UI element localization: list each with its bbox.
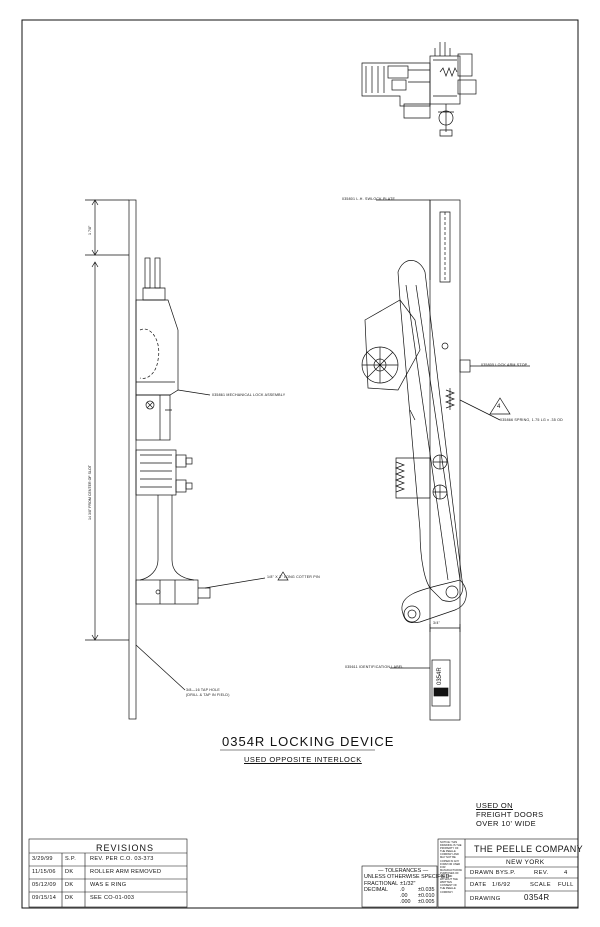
rev-label: REV. [534,870,549,876]
tolerance-decimal-places: .000 [400,899,411,905]
tolerance-decimal-places: .0 [400,887,405,893]
revisions-title: REVISIONS [96,843,155,853]
top-detail-view [361,42,477,137]
left-side-view [85,199,289,720]
callout-stop: 035805 LOCK ARM STOP [481,363,528,367]
date-label: DATE [470,882,487,888]
revision-date: 05/12/09 [32,882,57,888]
tolerance-decimal-places: .00 [400,893,408,899]
revision-by: DK [65,869,74,875]
callout-label: 035611 IDENTIFICATION LABEL [345,665,404,669]
revision-triangle [489,397,511,415]
revision-date: 11/15/06 [32,869,56,875]
revision-by: S.P. [65,856,77,862]
revision-desc: WAS E RING [90,882,127,888]
dimension-vertical: 14 3/8" FROM CENTER OF SLOT [88,465,92,520]
right-main-view [361,199,530,721]
tolerance-decimal-value: ±0.010 [418,893,435,899]
company-name: THE PEELLE COMPANY [474,844,584,854]
date-value: 1/6/92 [492,882,511,888]
drawing-title: 0354R LOCKING DEVICE [222,734,395,749]
drawn-by-label: DRAWN BY [470,870,505,876]
scale-value: FULL [558,882,574,888]
title-block [437,838,579,908]
label-tag-text: 0354R [437,667,443,685]
used-on-note: USED ON FREIGHT DOORS OVER 10' WIDE [476,801,544,828]
revision-date: 09/15/14 [32,895,57,901]
callout-cotter-pin: 1/8" X 1" LONG COTTER PIN [267,575,320,579]
dimension-top: 1 7/8" [88,225,92,235]
used-on-line-1: FREIGHT DOORS [476,810,544,819]
tolerance-decimal-label: DECIMAL [364,887,388,893]
revision-by: DK [65,895,74,901]
tolerance-decimal-value: ±0.035 [418,887,435,893]
tolerance-header: — TOLERANCES — [378,868,429,874]
used-on-line-2: OVER 10' WIDE [476,819,536,828]
tolerance-block [361,865,438,908]
tolerance-fractional-value: ±1/32" [400,881,416,887]
dimension-shaft-hole: 3/4" [433,621,441,625]
drawn-by-value: S.P. [504,870,516,876]
property-notice: NOTICE: THIS DRAWING IS THE PROPERTY OF … [440,841,462,894]
company-location: NEW YORK [506,859,545,866]
callout-tap-hole-note: (DRILL & TAP IN FIELD) [186,693,230,697]
callout-spring: 035866 SPRING, 1.75 LG x .35 OD [500,418,563,422]
callout-tap-hole: 3/8—16 TAP HOLE [186,688,220,692]
revision-date: 3/29/99 [32,856,53,862]
revision-by: DK [65,882,74,888]
scale-label: SCALE [530,882,552,888]
revisions-table [28,838,188,908]
drawing-subtitle: USED OPPOSITE INTERLOCK [244,755,362,764]
drawing-label: DRAWING [470,896,501,902]
callout-mech-lock: 035861 MECHANICAL LOCK ASSEMBLY [212,393,286,397]
triangle-number: 4 [497,404,501,410]
revision-desc: ROLLER ARM REMOVED [90,869,162,875]
identification-label-outline [431,659,451,707]
tolerance-fractional-label: FRACTIONAL [364,881,399,887]
used-on-heading: USED ON [476,801,513,810]
drawing-number: 0354R [524,893,550,902]
tolerance-note: UNLESS OTHERWISE SPECIFIED [364,874,450,880]
revision-desc: SEE CO-01-003 [90,895,135,901]
revision-desc: REV. PER C.O. 03-373 [90,856,154,862]
callout-plate: 035801 L.H. SWLOCK PLATE [342,197,396,201]
sheet-border [21,19,579,909]
rev-value: 4 [564,870,568,876]
tolerance-decimal-value: ±0.005 [418,899,435,905]
